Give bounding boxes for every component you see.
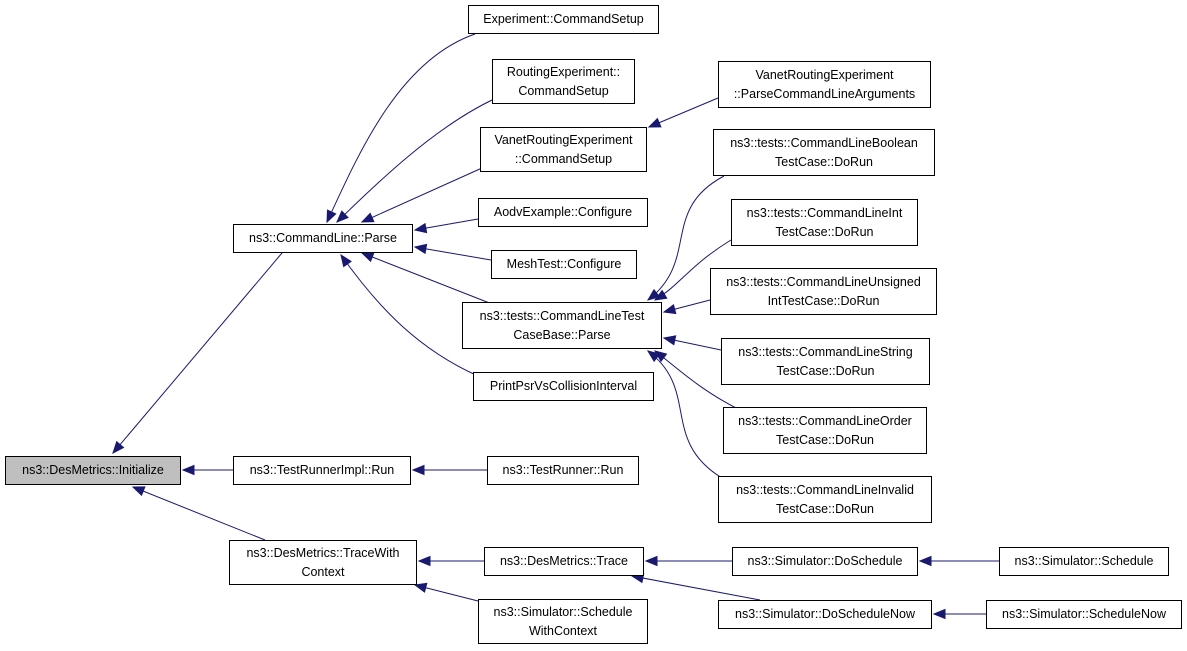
- node-desmetrics-trace[interactable]: ns3::DesMetrics::Trace: [484, 547, 644, 576]
- edge-mesh-to-parse-arrowhead: [413, 243, 428, 255]
- node-label-line: TestCase::DoRun: [775, 224, 874, 239]
- edge-cl-invalid-to-cltestbase-arrowhead: [646, 350, 661, 363]
- node-commandline-parse[interactable]: ns3::CommandLine::Parse: [233, 224, 413, 253]
- node-simulator-doschedulenow[interactable]: ns3::Simulator::DoScheduleNow: [718, 600, 932, 629]
- edge-cl-int-to-cltestbase-arrowhead: [653, 289, 668, 301]
- node-label-line: IntTestCase::DoRun: [767, 293, 880, 308]
- edge-doschedulenow-to-trace: [631, 575, 761, 601]
- edge-cl-unsigned-to-cltestbase-arrowhead: [662, 304, 677, 315]
- node-label-line: ns3::CommandLine::Parse: [249, 231, 397, 245]
- edge-tracewithcontext-to-initialize-arrowhead: [131, 486, 146, 497]
- node-label-line: Context: [301, 564, 345, 579]
- edge-cl-invalid-to-cltestbase: [647, 350, 723, 479]
- edge-cl-string-to-cltestbase-arrowhead: [662, 335, 677, 346]
- edge-schedule-to-doschedule-arrowhead: [918, 555, 932, 567]
- edge-vanet-parsecmd-to-vanet-cmdsetup: [648, 97, 719, 128]
- edge-testrunnerimpl-to-initialize-arrowhead: [181, 464, 195, 476]
- node-simulator-schedulenow[interactable]: ns3::Simulator::ScheduleNow: [986, 600, 1182, 629]
- node-desmetrics-initialize: ns3::DesMetrics::Initialize: [5, 456, 181, 485]
- node-label-line: ns3::TestRunner::Run: [502, 463, 624, 477]
- edge-cl-boolean-to-cltestbase: [647, 175, 725, 301]
- edge-routingexp-to-parse: [336, 99, 493, 223]
- edge-doschedule-to-trace-arrowhead: [644, 555, 658, 567]
- node-experiment-commandsetup[interactable]: Experiment::CommandSetup: [468, 5, 659, 34]
- edge-parse-to-initialize-arrowhead: [112, 440, 125, 455]
- edge-schedwithcontext-to-tracewithcontext-arrowhead: [413, 582, 428, 593]
- edge-experiment-to-parse: [326, 33, 476, 223]
- node-label-line: Experiment::CommandSetup: [483, 12, 644, 26]
- edge-schedulenow-to-doschedulenow-arrowhead: [932, 608, 946, 620]
- node-meshtest-configure[interactable]: MeshTest::Configure: [491, 250, 637, 279]
- node-label-line: ::ParseCommandLineArguments: [733, 86, 916, 101]
- node-label-line: ns3::tests::CommandLineTest: [479, 308, 645, 323]
- edge-testrunner-to-testrunnerimpl-arrowhead: [411, 464, 425, 476]
- node-label-line: TestCase::DoRun: [775, 154, 873, 169]
- node-label-line: ns3::tests::CommandLineString: [738, 344, 913, 359]
- node-label-line: ns3::DesMetrics::Initialize: [22, 463, 164, 477]
- edge-cltestbase-to-parse-arrowhead: [360, 252, 375, 263]
- node-label-line: ns3::tests::CommandLineOrder: [738, 413, 912, 428]
- node-label-line: TestCase::DoRun: [776, 501, 874, 516]
- node-label-line: ns3::tests::CommandLineInvalid: [736, 482, 914, 497]
- edge-routingexp-to-parse-arrowhead: [336, 210, 349, 223]
- node-label-line: TestCase::DoRun: [776, 432, 874, 447]
- edge-vanet-cmdsetup-to-parse-arrowhead: [360, 212, 375, 223]
- node-aodvexample-configure[interactable]: AodvExample::Configure: [478, 198, 648, 227]
- node-simulator-doschedule[interactable]: ns3::Simulator::DoSchedule: [732, 547, 918, 576]
- node-testrunnerimpl-run[interactable]: ns3::TestRunnerImpl::Run: [233, 456, 411, 485]
- edge-trace-to-tracewithcontext-arrowhead: [417, 555, 431, 567]
- node-label-line: CaseBase::Parse: [513, 327, 611, 342]
- node-label-line: ns3::Simulator::ScheduleNow: [1002, 607, 1166, 621]
- node-label-line: AodvExample::Configure: [493, 205, 633, 219]
- node-label-line: VanetRoutingExperiment: [755, 67, 894, 82]
- node-label-line: MeshTest::Configure: [506, 257, 622, 271]
- node-label-line: ns3::Simulator::Schedule: [1014, 554, 1154, 568]
- node-label-line: ::CommandSetup: [514, 151, 613, 166]
- node-label-line: ns3::DesMetrics::Trace: [499, 554, 629, 568]
- node-simulator-schedule[interactable]: ns3::Simulator::Schedule: [999, 547, 1169, 576]
- edge-mesh-to-parse: [414, 246, 492, 261]
- node-label-line: ns3::tests::CommandLineBoolean: [730, 135, 918, 150]
- node-label-line: ns3::DesMetrics::TraceWith: [246, 545, 400, 560]
- edge-aodv-to-parse-arrowhead: [413, 222, 428, 234]
- node-routingexperiment-commandsetup[interactable]: RoutingExperiment::CommandSetup: [492, 59, 635, 104]
- node-label-line: RoutingExperiment::: [506, 64, 621, 79]
- node-label-line: VanetRoutingExperiment: [494, 132, 633, 147]
- node-label-line: PrintPsrVsCollisionInterval: [489, 379, 638, 393]
- edge-experiment-to-parse-arrowhead: [326, 209, 337, 224]
- node-vanetroutingexperiment-commandsetup[interactable]: VanetRoutingExperiment::CommandSetup: [480, 127, 647, 172]
- edge-printpsr-to-parse: [340, 254, 479, 377]
- node-printpsrvscollisioninterval[interactable]: PrintPsrVsCollisionInterval: [473, 372, 654, 401]
- node-label-line: ns3::tests::CommandLineInt: [746, 205, 903, 220]
- edge-vanet-parsecmd-to-vanet-cmdsetup-arrowhead: [647, 117, 662, 128]
- edge-cltestbase-to-parse: [361, 252, 493, 305]
- edge-tracewithcontext-to-initialize: [132, 486, 266, 541]
- node-label-line: ns3::tests::CommandLineUnsigned: [726, 274, 921, 289]
- node-label-line: TestCase::DoRun: [776, 363, 875, 378]
- node-label-line: WithContext: [528, 623, 598, 638]
- node-label-line: ns3::Simulator::DoSchedule: [747, 554, 903, 568]
- node-label-line: ns3::TestRunnerImpl::Run: [249, 463, 395, 477]
- node-label-line: ns3::Simulator::Schedule: [493, 604, 633, 619]
- node-label-line: ns3::Simulator::DoScheduleNow: [735, 607, 915, 621]
- node-label-line: CommandSetup: [518, 83, 609, 98]
- edge-vanet-cmdsetup-to-parse: [361, 167, 483, 223]
- node-vanetroutingexperiment-parsecommandlinearguments[interactable]: VanetRoutingExperiment::ParseCommandLine…: [718, 61, 931, 108]
- edge-parse-to-initialize: [112, 252, 283, 454]
- edge-printpsr-to-parse-arrowhead: [340, 253, 352, 268]
- node-testrunner-run[interactable]: ns3::TestRunner::Run: [487, 456, 639, 485]
